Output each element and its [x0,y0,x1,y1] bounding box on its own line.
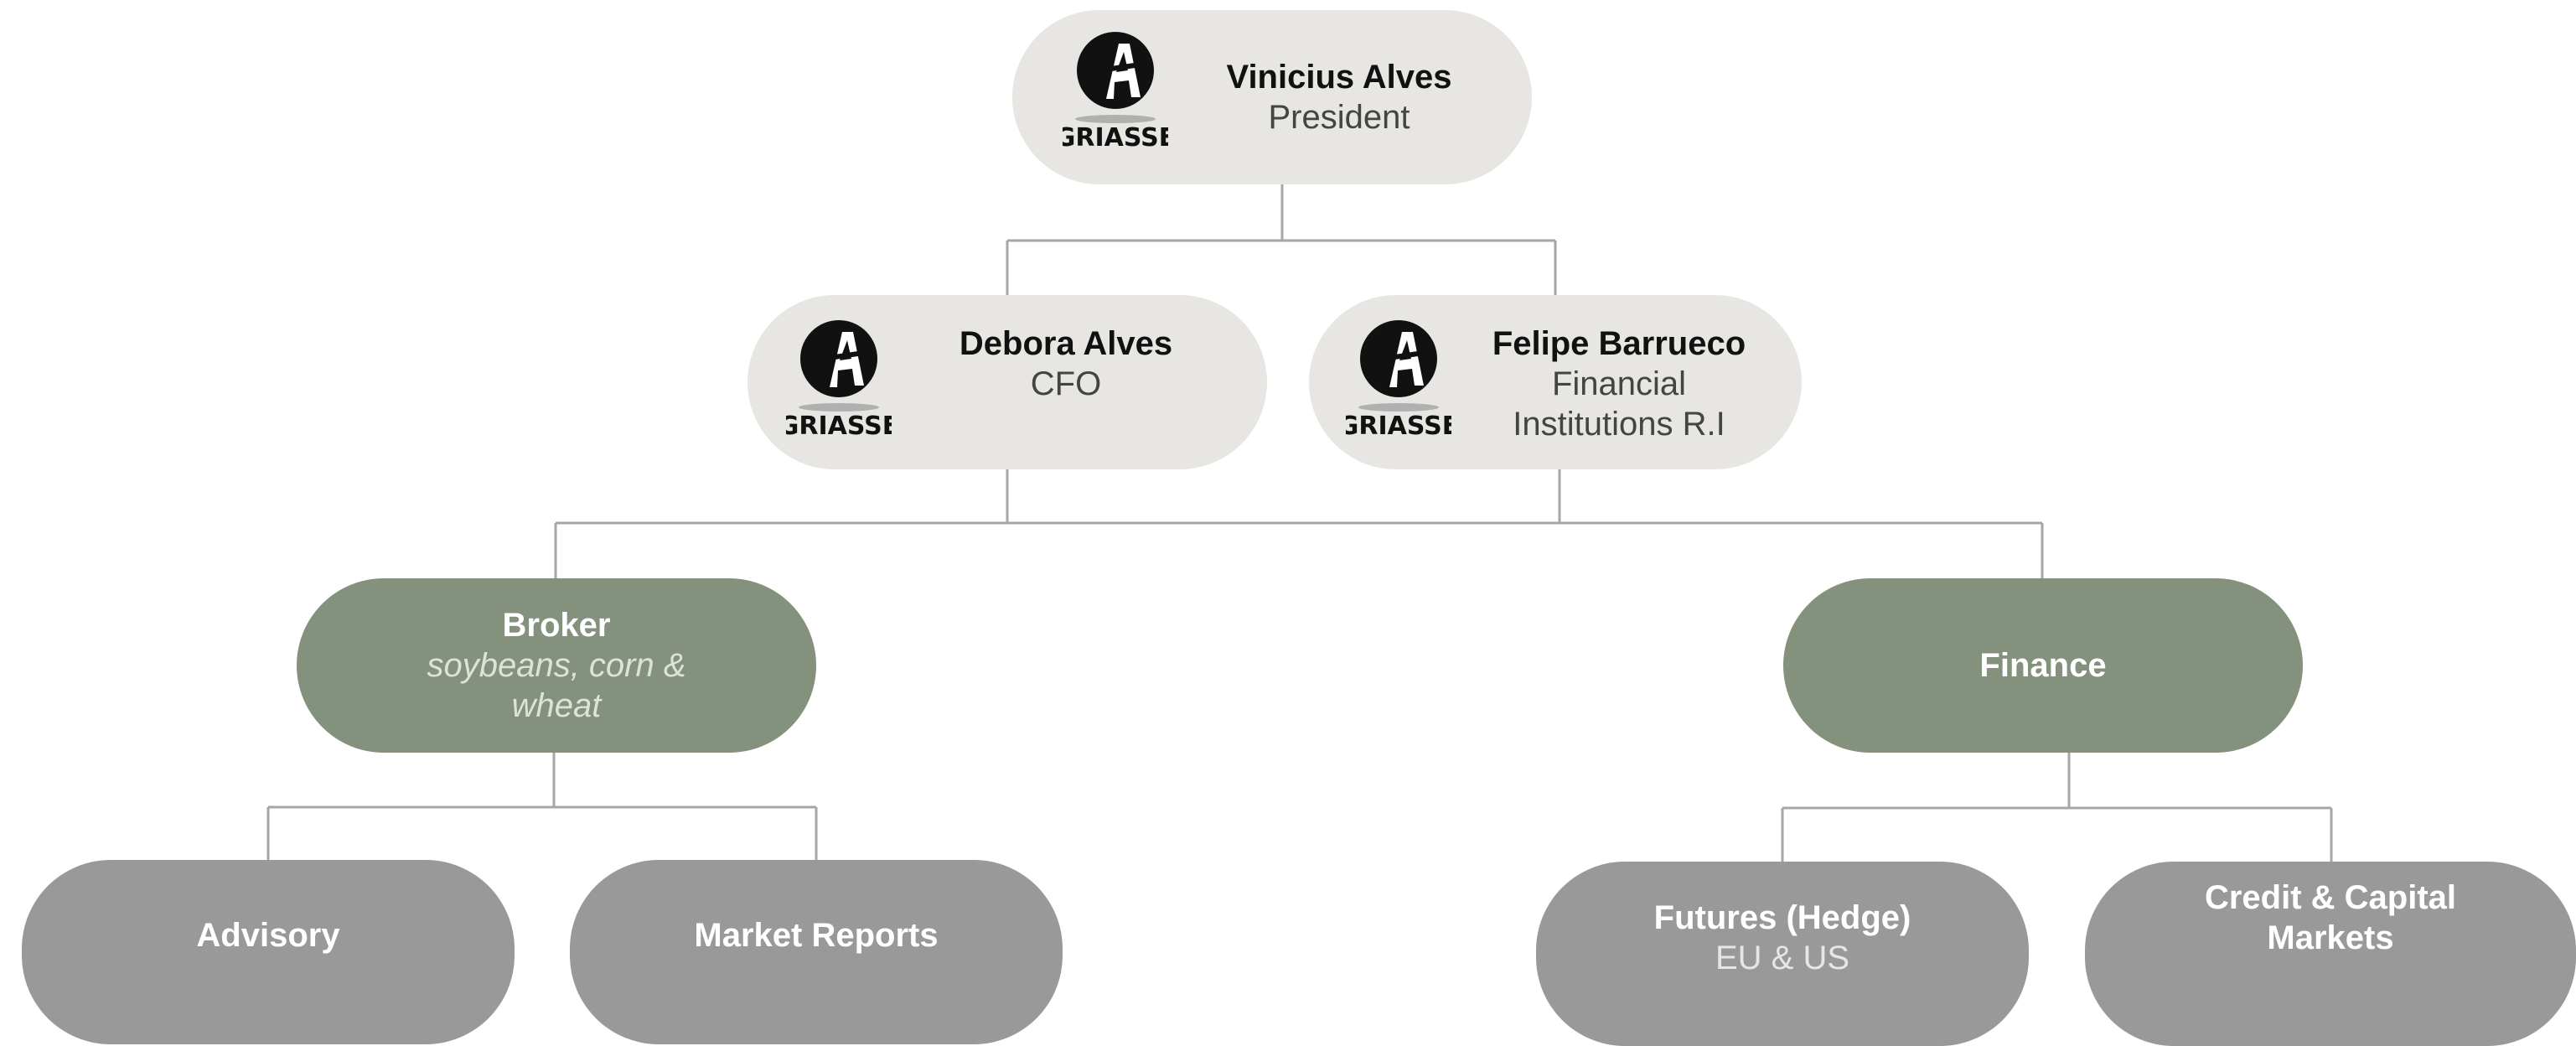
finance-name: Finance [1979,647,2107,684]
cfo-card: GRIASSE Debora Alves CFO [747,295,1267,469]
finance-department: Finance [1783,578,2303,753]
market-reports-name: Market Reports [694,917,939,954]
credit-name-line1: Credit & Capital [2204,879,2457,916]
credit-capital-unit: Credit & Capital Markets [2085,862,2576,1046]
griasse-logo: GRIASSE [1063,32,1168,149]
cfo-name: Debora Alves [959,325,1173,362]
svg-text:GRIASSE: GRIASSE [1346,412,1451,438]
svg-text:GRIASSE: GRIASSE [1063,123,1168,149]
advisory-name: Advisory [196,917,340,954]
fi-role-line1: Financial [1551,365,1687,402]
futures-unit: Futures (Hedge) EU & US [1536,862,2029,1046]
cfo-role: CFO [1030,365,1102,402]
market-reports-unit: Market Reports [570,860,1063,1044]
griasse-logo: GRIASSE [786,320,892,438]
advisory-unit: Advisory [22,860,515,1044]
fi-name: Felipe Barrueco [1492,325,1746,362]
broker-sub-line1: soybeans, corn & [427,647,686,684]
connector-finance [1781,753,2333,862]
connector-broker [266,753,818,860]
broker-sub-line2: wheat [511,687,602,724]
futures-name: Futures (Hedge) [1653,899,1911,936]
president-role: President [1268,99,1410,136]
broker-name: Broker [502,607,611,644]
fi-role-line2: Institutions R.I [1513,406,1725,443]
griasse-logo: GRIASSE [1346,320,1451,438]
president-card: GRIASSE Vinicius Alves President [1012,10,1532,184]
connector-president [1006,184,1557,295]
president-name: Vinicius Alves [1226,59,1452,96]
connector-level2 [554,469,2044,578]
svg-text:GRIASSE: GRIASSE [786,412,892,438]
broker-department: Broker soybeans, corn & wheat [297,578,816,753]
futures-sub: EU & US [1715,940,1850,976]
financial-institutions-card: GRIASSE Felipe Barrueco Financial Instit… [1309,295,1802,469]
credit-name-line2: Markets [2267,919,2394,956]
